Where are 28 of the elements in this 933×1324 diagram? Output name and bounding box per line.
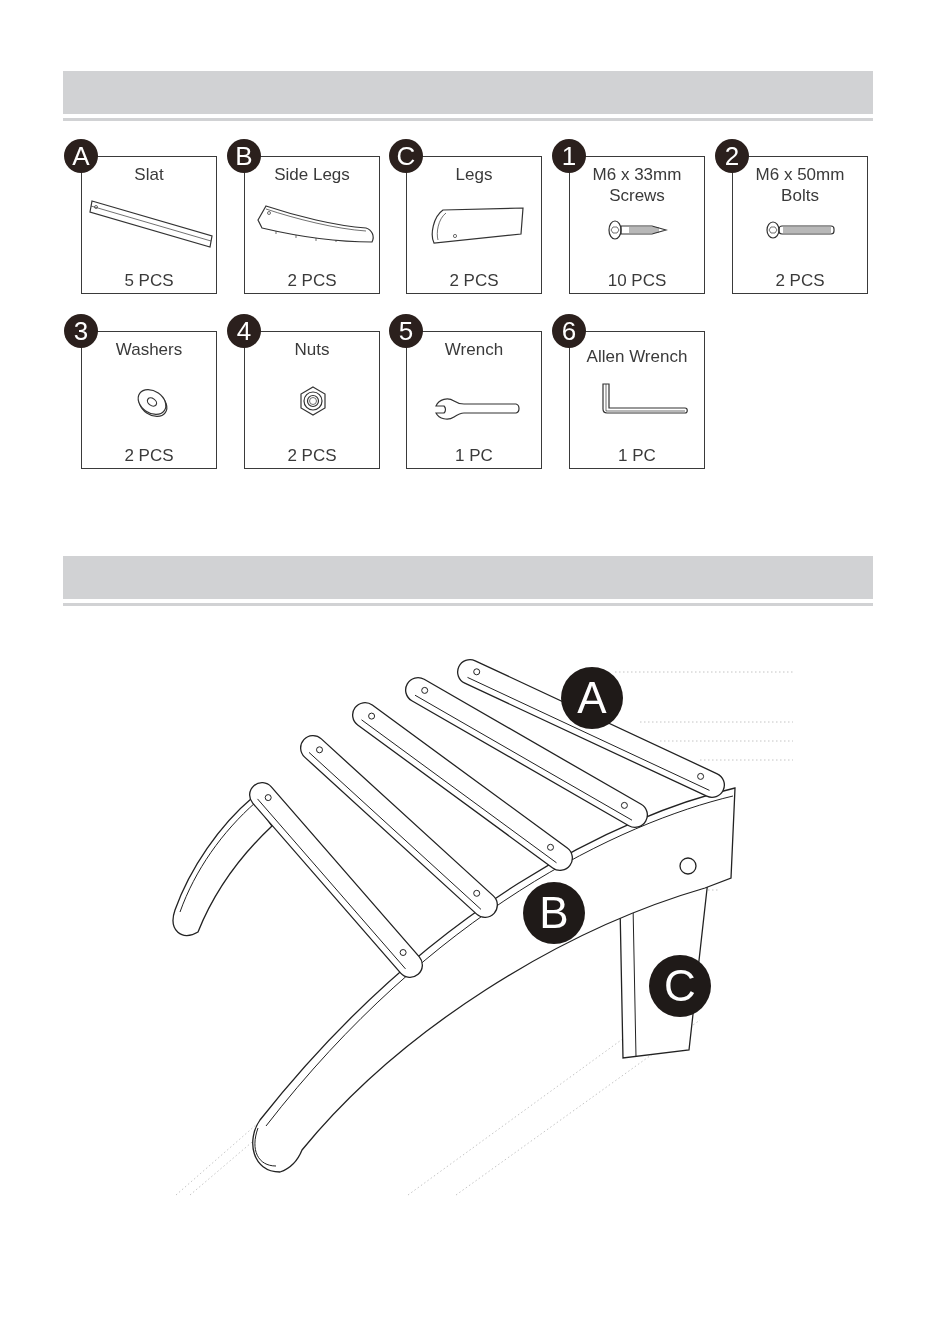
part-name: Allen Wrench <box>586 346 688 367</box>
quantity-label: 2 PCS <box>287 445 337 466</box>
callout-badge: 5 <box>389 314 423 348</box>
quantity-label: 1 PC <box>618 445 656 466</box>
part-name: M6 x 50mm Bolts <box>754 164 846 206</box>
quantity-label: 2 PCS <box>449 270 499 291</box>
quantity-label: 2 PCS <box>124 445 174 466</box>
callout-badge: 4 <box>227 314 261 348</box>
callout-badge: 2 <box>715 139 749 173</box>
callout-badge: A <box>64 139 98 173</box>
callout-badge: 1 <box>552 139 586 173</box>
part-name: Washers <box>115 339 183 360</box>
callout-badge: B <box>227 139 261 173</box>
part-name: Wrench <box>444 339 504 360</box>
callout-badge: 3 <box>64 314 98 348</box>
part-name: Slat <box>134 164 164 185</box>
quantity-label: 5 PCS <box>124 270 174 291</box>
callout-badge: C <box>389 139 423 173</box>
part-name: Legs <box>455 164 493 185</box>
quantity-label: 2 PCS <box>287 270 337 291</box>
part-name: Side Legs <box>274 164 350 185</box>
quantity-label: 10 PCS <box>607 270 667 291</box>
callout-badge: 6 <box>552 314 586 348</box>
callout-badge: A <box>561 667 623 729</box>
part-name: Nuts <box>294 339 330 360</box>
quantity-label: 1 PC <box>455 445 493 466</box>
part-name: M6 x 33mm Screws <box>591 164 683 206</box>
quantity-label: 2 PCS <box>775 270 825 291</box>
